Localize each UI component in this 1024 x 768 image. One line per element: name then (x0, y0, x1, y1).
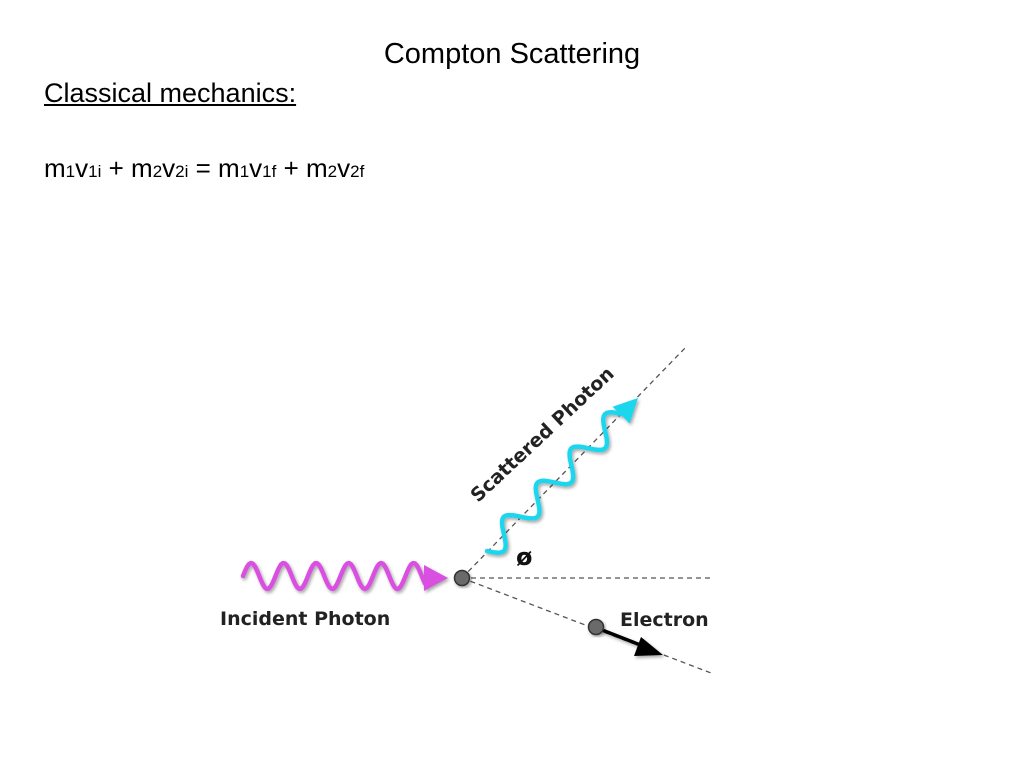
term-v2i: v2i (162, 153, 189, 183)
scattered-photon-wave (484, 410, 624, 555)
electron-arrow (595, 626, 663, 656)
electron-particle (587, 618, 605, 636)
electron-label: Electron (620, 609, 709, 631)
incident-photon-wave (240, 560, 428, 592)
term-v2f: v2f (337, 153, 365, 183)
momentum-equation: m1v1i + m2v2i = m1v1f + m2v2f (44, 150, 364, 190)
scattering-angle-symbol: ø (516, 543, 533, 571)
plus-operator: + (101, 153, 132, 183)
term-m2: m2 (131, 153, 163, 183)
term-m1: m1 (218, 153, 250, 183)
collision-point-particle (453, 569, 471, 587)
term-m1: m1 (44, 153, 76, 183)
term-v1f: v1f (249, 153, 277, 183)
equals-operator: = (188, 153, 219, 183)
term-v1i: v1i (75, 153, 102, 183)
scattered-photon-arrowhead (612, 398, 638, 424)
incident-photon-arrowhead (424, 565, 448, 591)
scattered-photon-label: Scattered Photon (466, 363, 618, 507)
plus-operator: + (276, 153, 306, 183)
term-m2: m2 (306, 153, 338, 183)
incident-photon (240, 560, 448, 592)
incident-photon-label: Incident Photon (220, 608, 390, 630)
section-heading: Classical mechanics: (44, 78, 297, 108)
scattered-photon (484, 398, 638, 555)
slide-title: Compton Scattering (383, 38, 641, 70)
